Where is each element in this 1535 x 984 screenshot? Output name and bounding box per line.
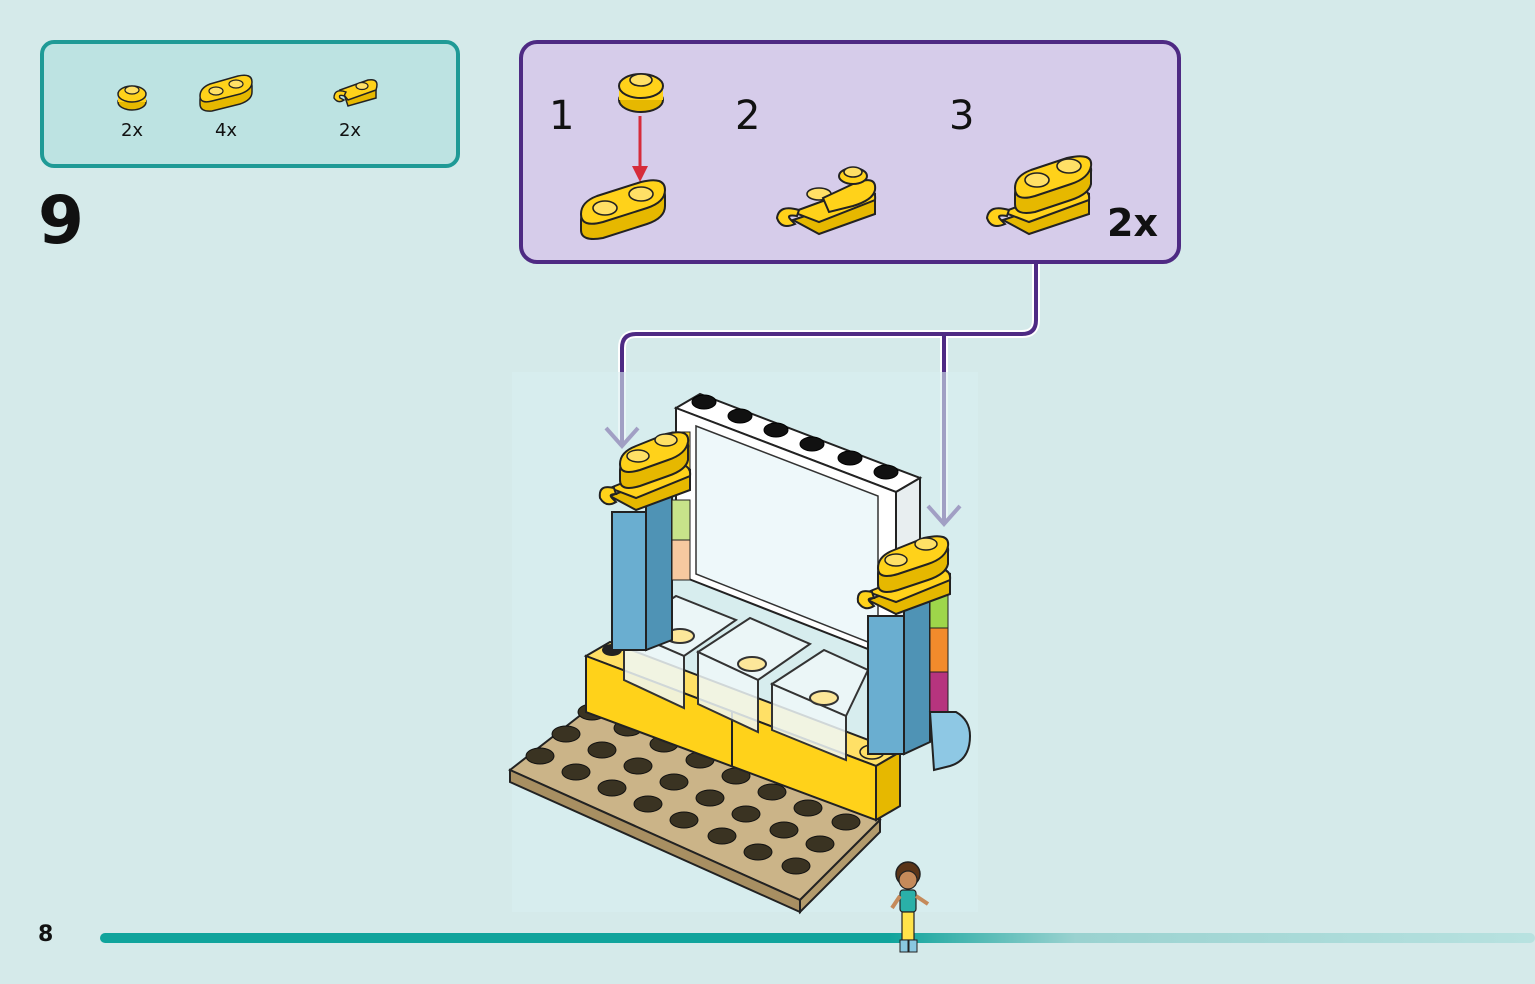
progress-bar bbox=[100, 933, 1535, 943]
part-qty: 4x bbox=[214, 120, 238, 141]
round-plate-1x1-icon bbox=[117, 85, 147, 111]
part-qty: 2x bbox=[120, 120, 144, 141]
part-item: 2x bbox=[310, 44, 390, 141]
white-frame bbox=[673, 392, 923, 662]
assembled-piece-step2 bbox=[775, 166, 877, 236]
left-clip-assembly bbox=[598, 431, 692, 512]
sub-assembly-callout: 1 2 3 bbox=[519, 40, 1181, 264]
sub-step-number: 1 bbox=[549, 93, 575, 139]
down-arrow-icon bbox=[632, 116, 648, 182]
sub-step-number: 3 bbox=[949, 93, 975, 139]
assembled-piece-step3 bbox=[985, 155, 1093, 236]
minidoll-figure-icon bbox=[890, 861, 930, 953]
part-item: 4x bbox=[186, 44, 266, 141]
plate-1x2-piece bbox=[579, 179, 667, 240]
sub-assembly-illustration bbox=[579, 73, 1093, 240]
sub-step-number: 2 bbox=[735, 93, 761, 139]
tan-baseplate bbox=[508, 698, 882, 915]
parts-list-box: 2x 4x 2x bbox=[40, 40, 460, 168]
part-qty: 2x bbox=[338, 120, 362, 141]
plate-1x2-rounded-icon bbox=[199, 74, 253, 112]
plate-with-clip-icon bbox=[333, 78, 378, 107]
page-number: 8 bbox=[38, 922, 54, 947]
round-plate-piece bbox=[618, 73, 664, 113]
step-number: 9 bbox=[38, 182, 84, 259]
sub-assembly-multiplier: 2x bbox=[1107, 201, 1158, 245]
right-clip-assembly bbox=[856, 535, 952, 616]
part-item: 2x bbox=[92, 44, 172, 141]
